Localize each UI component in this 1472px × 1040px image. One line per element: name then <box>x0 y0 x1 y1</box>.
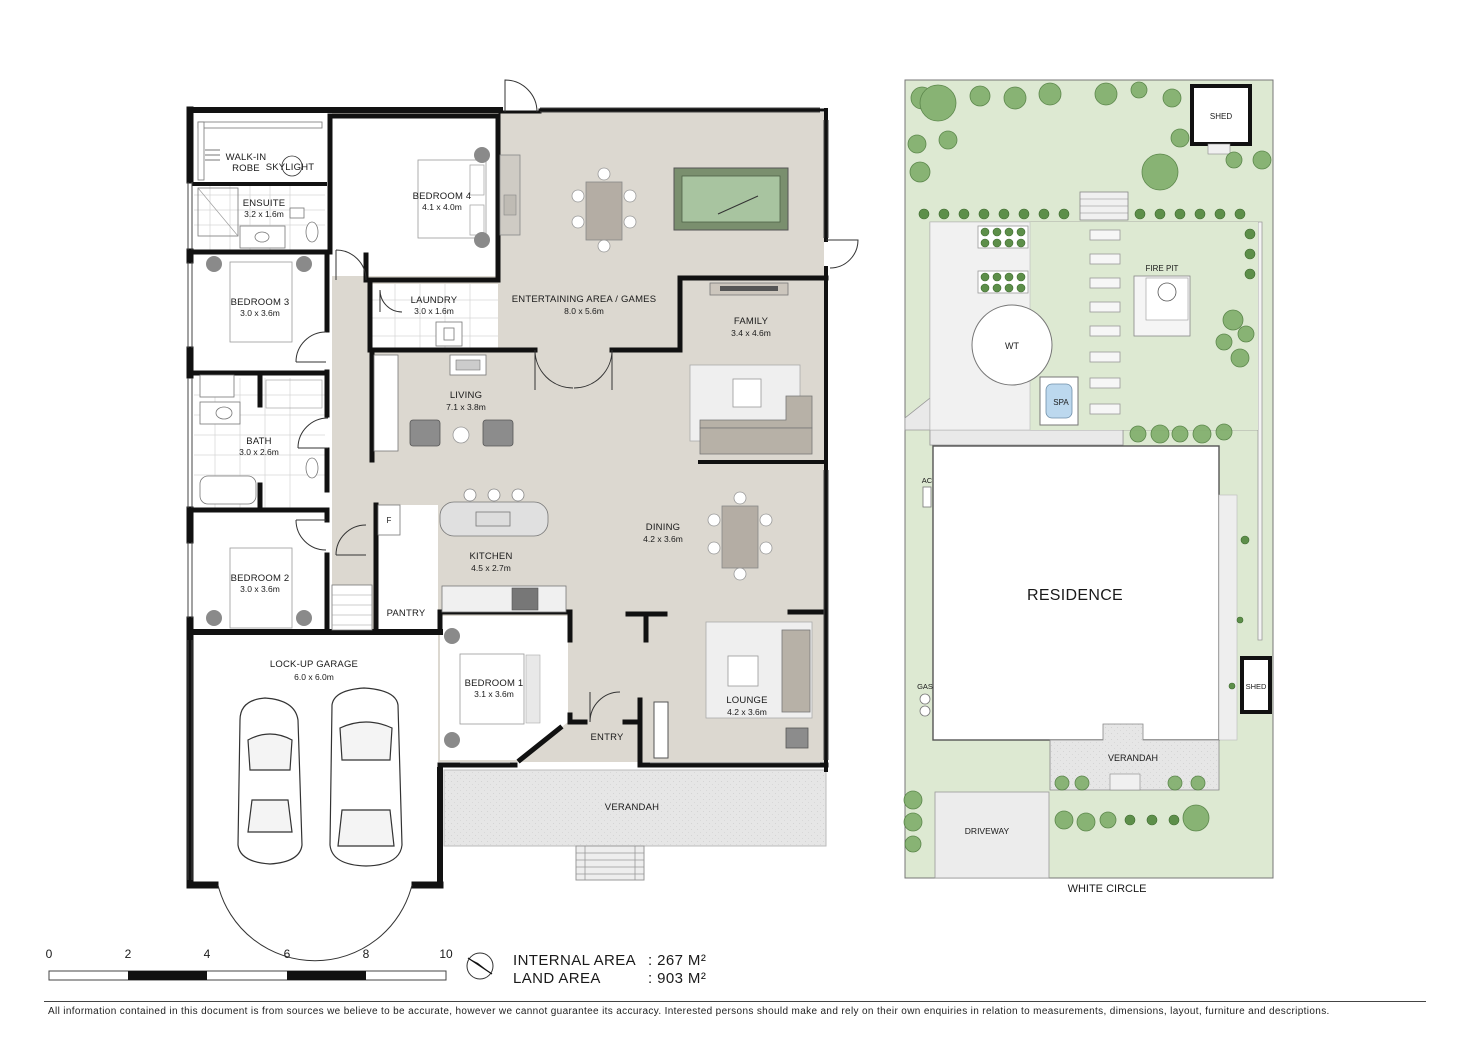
street-label: WHITE CIRCLE <box>1068 883 1147 895</box>
bedroom-2-label: BEDROOM 2 <box>231 573 290 584</box>
area-summary: INTERNAL AREA : 267 M² LAND AREA : 903 M… <box>513 952 706 987</box>
car-icon <box>329 687 403 867</box>
tile-pattern <box>194 185 498 508</box>
laundry-label: LAUNDRY <box>411 295 458 306</box>
scale-tick-8: 8 <box>363 947 370 961</box>
laundry-dims: 3.0 x 1.6m <box>414 306 454 316</box>
residence-label: RESIDENCE <box>1027 587 1123 604</box>
toilet-icon <box>305 221 319 243</box>
land-area-value: : 903 M² <box>648 970 706 987</box>
scale-tick-4: 4 <box>204 947 211 961</box>
scale-tick-2: 2 <box>125 947 132 961</box>
bedroom-3-label: BEDROOM 3 <box>231 297 290 308</box>
garage-label: LOCK-UP GARAGE <box>270 659 358 670</box>
bed-icon <box>229 547 293 629</box>
lounge-label: LOUNGE <box>726 695 767 706</box>
shed-icon <box>1240 656 1272 714</box>
tree-icons <box>903 81 1272 853</box>
bathtub-icon <box>199 475 257 505</box>
armchair-icon <box>482 419 514 447</box>
water-tank-label: WT <box>1005 341 1019 351</box>
shed-side-label: SHED <box>1246 682 1267 691</box>
fridge-icon <box>377 504 401 536</box>
spa-label: SPA <box>1053 398 1069 407</box>
table-icon <box>585 181 623 241</box>
cooktop-icon <box>511 587 539 611</box>
bed-icon <box>459 653 525 725</box>
toilet-icon <box>305 457 319 479</box>
internal-area-label: INTERNAL AREA <box>513 952 636 969</box>
living-dims: 7.1 x 3.8m <box>446 402 486 412</box>
footer-rule <box>44 1001 1426 1002</box>
skylight-icon <box>281 155 303 177</box>
ensuite-dims: 3.2 x 1.6m <box>244 209 284 219</box>
scale-bar: 0 2 4 6 8 10 <box>46 947 494 981</box>
site-plan: WT SPA FIRE PIT SHED SHED RESIDENCE VERA… <box>903 79 1274 895</box>
site-verandah-label: VERANDAH <box>1108 753 1158 763</box>
skylight-label: SKYLIGHT <box>266 162 315 173</box>
scale-tick-0: 0 <box>46 947 53 961</box>
front-verandah <box>443 769 827 847</box>
bedroom-1-dims: 3.1 x 3.6m <box>474 689 514 699</box>
sink-icon <box>475 511 511 527</box>
doors <box>217 79 859 962</box>
windows <box>187 107 829 880</box>
scale-tick-6: 6 <box>284 947 291 961</box>
gas-label: GAS <box>917 682 933 691</box>
bedroom-2-dims: 3.0 x 3.6m <box>240 584 280 594</box>
floor-plan: F <box>186 79 859 962</box>
bath-dims: 3.0 x 2.6m <box>239 447 279 457</box>
walk-in-robe-label: WALK-IN <box>226 152 267 163</box>
scale-tick-10: 10 <box>439 947 453 961</box>
land-area-label: LAND AREA <box>513 970 601 987</box>
entertaining-label: ENTERTAINING AREA / GAMES <box>512 294 657 305</box>
verandah-label: VERANDAH <box>605 802 659 813</box>
shed-label: SHED <box>1210 112 1232 121</box>
ensuite-label: ENSUITE <box>243 198 286 209</box>
furniture: F <box>197 121 813 867</box>
laundry-floor <box>372 284 498 348</box>
dining-dims: 4.2 x 3.6m <box>643 534 683 544</box>
living-label: LIVING <box>450 390 482 401</box>
front-steps <box>575 845 645 881</box>
kitchen-label: KITCHEN <box>469 551 512 562</box>
bedroom-3-dims: 3.0 x 3.6m <box>240 308 280 318</box>
water-tank-icon <box>971 304 1053 386</box>
car-icon <box>237 697 303 865</box>
bedroom-1-label: BEDROOM 1 <box>465 678 524 689</box>
pantry-label: PANTRY <box>387 608 426 619</box>
entertaining-dims: 8.0 x 5.6m <box>564 306 604 316</box>
fridge-mark: F <box>387 516 392 525</box>
walk-in-robe-label-2: ROBE <box>232 163 260 174</box>
armchair-icon <box>409 419 441 447</box>
garage-dims: 6.0 x 6.0m <box>294 672 334 682</box>
stepping-stones <box>1089 229 1121 415</box>
table-icon <box>721 505 759 569</box>
ac-label: AC <box>922 476 933 485</box>
lounge-dims: 4.2 x 3.6m <box>727 707 767 717</box>
bed-icon <box>229 261 293 343</box>
sofa-icon <box>781 629 811 713</box>
dining-label: DINING <box>646 522 680 533</box>
bedroom-4-label: BEDROOM 4 <box>413 191 472 202</box>
fire-pit-label: FIRE PIT <box>1146 264 1179 273</box>
family-dims: 3.4 x 4.6m <box>731 328 771 338</box>
walls <box>186 106 829 889</box>
bedroom-4-dims: 4.1 x 4.0m <box>422 202 462 212</box>
room-labels: WALK-IN ROBE SKYLIGHT ENSUITE 3.2 x 1.6m… <box>226 152 771 813</box>
driveway-label: DRIVEWAY <box>965 826 1010 836</box>
internal-area-value: : 267 M² <box>648 952 706 969</box>
kitchen-dims: 4.5 x 2.7m <box>471 563 511 573</box>
entry-label: ENTRY <box>590 732 623 743</box>
driveway <box>934 791 1050 879</box>
family-label: FAMILY <box>734 316 769 327</box>
bath-label: BATH <box>246 436 271 447</box>
north-arrow-icon <box>466 952 494 980</box>
disclaimer: All information contained in this docume… <box>48 1006 1330 1017</box>
